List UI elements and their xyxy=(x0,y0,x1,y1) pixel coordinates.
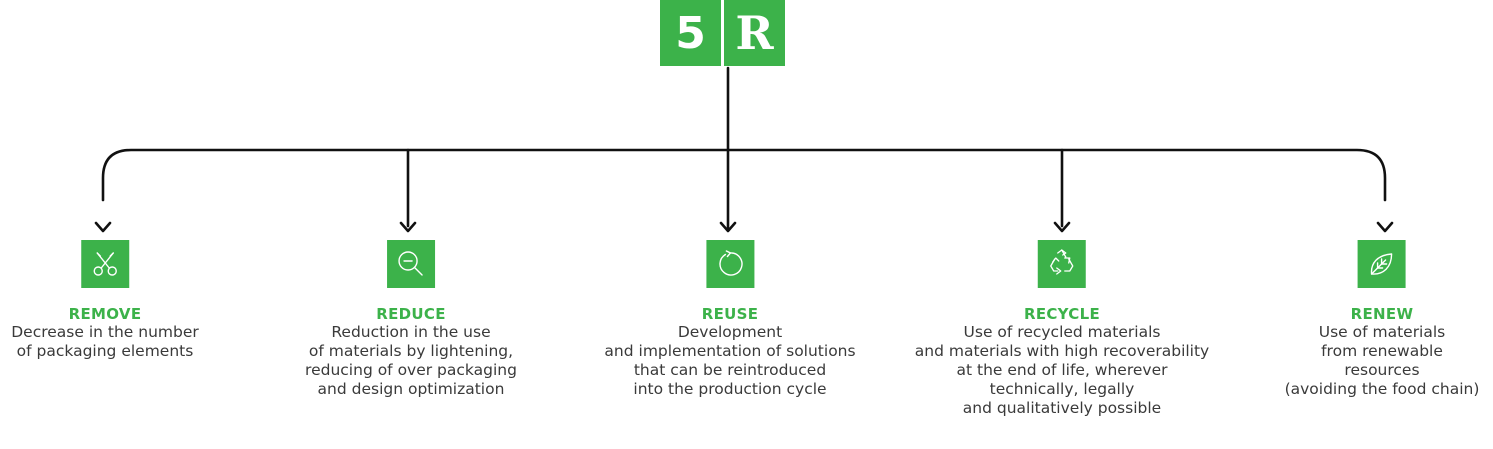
five-r-logo: 5 R xyxy=(660,0,785,66)
arrowhead-reduce xyxy=(399,221,417,233)
item-description: Use of materials from renewable resource… xyxy=(1284,323,1480,398)
item-title: REUSE xyxy=(701,305,759,323)
item-title: REDUCE xyxy=(376,305,446,323)
leaf-icon xyxy=(1371,253,1393,275)
item-renew: RENEW Use of materials from renewable re… xyxy=(1284,240,1480,399)
logo-letter: R xyxy=(724,0,785,66)
item-description: Use of recycled materials and materials … xyxy=(914,323,1210,417)
icon-box-reduce xyxy=(386,240,435,288)
item-description: Development and implementation of soluti… xyxy=(604,323,856,398)
icon-box-remove xyxy=(80,240,129,288)
item-reuse: REUSE Development and implementation of … xyxy=(604,240,856,399)
item-title: RENEW xyxy=(1350,305,1414,323)
icon-box-recycle xyxy=(1037,240,1086,288)
arrowhead-reuse xyxy=(719,221,737,233)
item-description: Decrease in the number of packaging elem… xyxy=(11,323,199,360)
refresh-icon xyxy=(718,250,743,276)
magnifier-minus-icon xyxy=(398,251,423,276)
logo-digit: 5 xyxy=(660,0,721,66)
arrowhead-renew xyxy=(1376,221,1394,233)
arrowhead-recycle xyxy=(1053,221,1071,233)
item-description: Reduction in the use of materials by lig… xyxy=(305,323,517,398)
scissors-icon xyxy=(93,252,117,276)
item-recycle: RECYCLE Use of recycled materials and ma… xyxy=(915,240,1209,418)
item-reduce: REDUCE Reduction in the use of materials… xyxy=(305,240,517,399)
arrowhead-remove xyxy=(94,221,112,233)
item-title: REMOVE xyxy=(68,305,142,323)
item-title: RECYCLE xyxy=(1023,305,1101,323)
branch-bar xyxy=(101,148,1387,202)
recycle-icon xyxy=(1050,249,1074,275)
icon-box-reuse xyxy=(706,240,754,288)
icon-box-renew xyxy=(1357,240,1406,288)
item-remove: REMOVE Decrease in the number of packagi… xyxy=(11,240,199,361)
